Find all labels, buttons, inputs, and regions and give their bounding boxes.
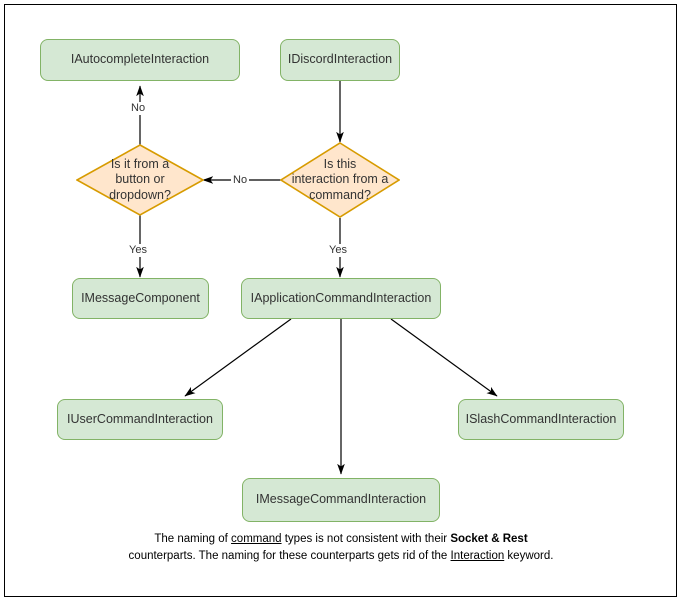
- edge-label-yes-left: Yes: [127, 244, 149, 257]
- node-discord-interaction[interactable]: IDiscordInteraction: [280, 39, 400, 81]
- edge-application-command-to-slash-command: [390, 318, 498, 397]
- edge-application-command-to-user-command: [184, 318, 292, 397]
- caption-line1-part1: The naming of: [154, 533, 232, 545]
- decision-diamond-shape: [280, 142, 400, 218]
- caption-line3-part2: keyword.: [504, 549, 554, 562]
- edge-label-no-up: No: [129, 102, 148, 115]
- node-slash-command-interaction[interactable]: ISlashCommandInteraction: [458, 399, 624, 440]
- edge-label-yes-right: Yes: [327, 244, 349, 257]
- node-message-command-interaction[interactable]: IMessageCommandInteraction: [242, 478, 440, 522]
- caption-bold-socket-rest: Socket & Rest: [450, 533, 528, 545]
- caption-line2-part2: counterparts. The naming for these: [128, 549, 308, 562]
- edge-label-no-left: No: [231, 174, 250, 187]
- node-decision-button-or-dropdown[interactable]: Is it from a button or dropdown?: [76, 144, 204, 216]
- node-message-command-interaction-label: IMessageCommandInteraction: [255, 492, 427, 507]
- caption-underline-interaction: Interaction: [450, 549, 505, 562]
- node-discord-interaction-label: IDiscordInteraction: [287, 52, 393, 67]
- node-decision-from-command-label: Is this interaction from a command?: [291, 157, 389, 202]
- node-application-command-interaction[interactable]: IApplicationCommandInteraction: [241, 278, 441, 319]
- node-autocomplete-interaction-label: IAutocompleteInteraction: [70, 52, 210, 67]
- decision-diamond-shape: [76, 144, 204, 216]
- node-user-command-interaction[interactable]: IUserCommandInteraction: [57, 399, 223, 440]
- node-user-command-interaction-label: IUserCommandInteraction: [67, 411, 213, 426]
- caption-line1-part2: types is not consistent with their: [281, 533, 448, 545]
- node-message-component[interactable]: IMessageComponent: [72, 278, 209, 319]
- node-application-command-interaction-label: IApplicationCommandInteraction: [250, 290, 432, 305]
- caption-line3-part1: counterparts gets rid of the: [310, 549, 451, 562]
- diagram-caption: The naming of command types is not consi…: [120, 531, 562, 564]
- node-decision-button-or-dropdown-label: Is it from a button or dropdown?: [109, 157, 171, 202]
- node-decision-from-command[interactable]: Is this interaction from a command?: [280, 142, 400, 218]
- node-slash-command-interaction-label: ISlashCommandInteraction: [465, 411, 617, 426]
- node-autocomplete-interaction[interactable]: IAutocompleteInteraction: [40, 39, 240, 81]
- caption-underline-command: command: [231, 533, 282, 545]
- node-message-component-label: IMessageComponent: [81, 290, 200, 305]
